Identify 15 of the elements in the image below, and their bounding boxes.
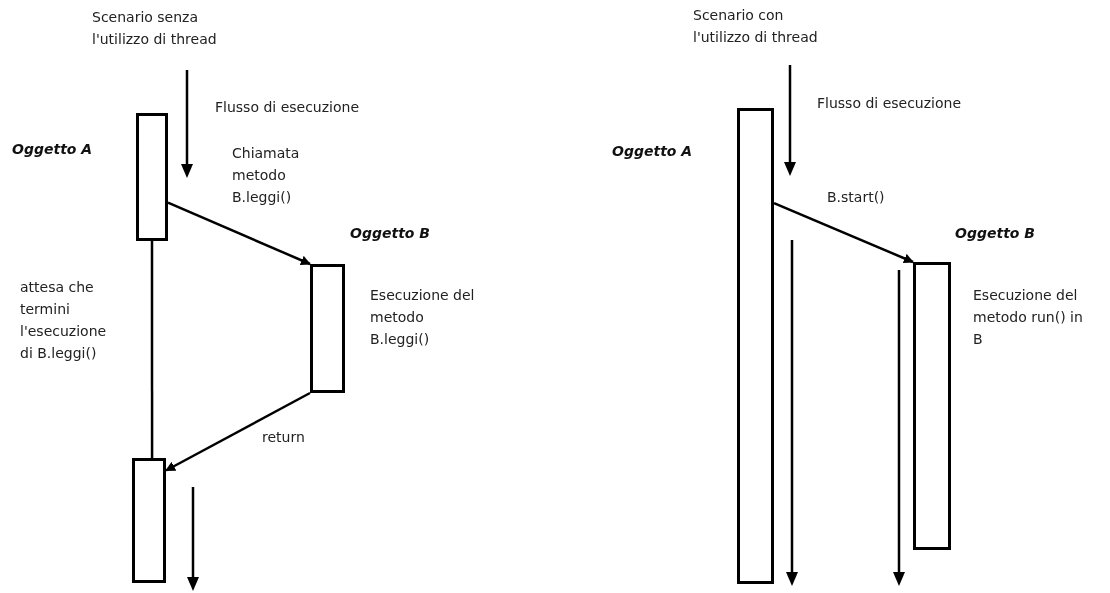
activation-bar [136, 113, 168, 241]
message-arrow [773, 202, 914, 264]
activation-bar [132, 458, 166, 583]
message-arrow [167, 201, 311, 266]
object-name: Oggetto A [12, 140, 93, 159]
execution-note: Esecuzione del metodo run() in B [973, 286, 1084, 349]
object-name: Oggetto A [612, 142, 693, 161]
execution-note: Esecuzione del metodo B.leggi() [370, 286, 476, 349]
object-name: Oggetto B [955, 224, 1035, 243]
activation-bar [913, 262, 951, 550]
activation-bar [310, 264, 345, 393]
activation-bar [737, 108, 774, 584]
object-name: Oggetto B [350, 224, 430, 243]
lifeline [150, 241, 154, 458]
message-arrow [165, 391, 311, 472]
